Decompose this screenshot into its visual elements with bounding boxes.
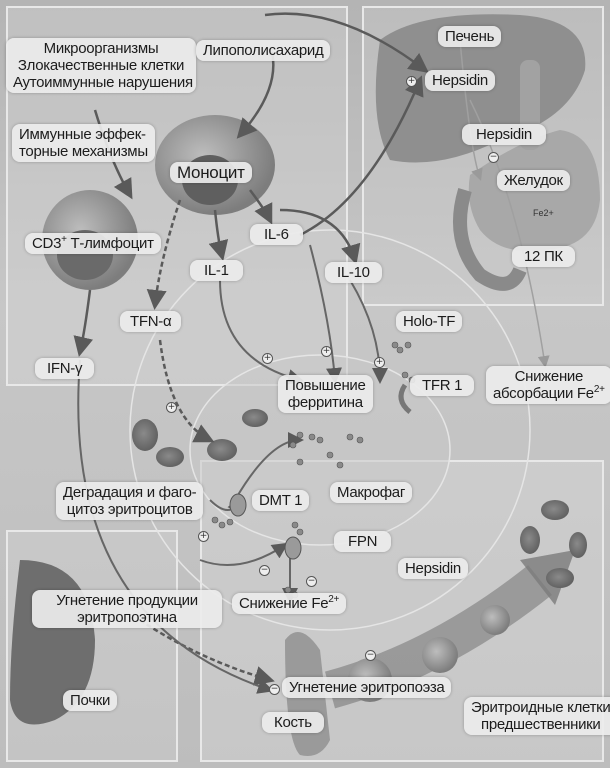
liver-label: Печень [438, 26, 502, 47]
fe-decrease-sup: 2+ [328, 594, 340, 605]
triggers-label: Микроорганизмы Злокачественные клетки Ау… [6, 38, 196, 93]
minus-sign: − [259, 565, 270, 576]
immune-effector-line: торные механизмы [19, 143, 148, 160]
epo-decrease-label: Угнетение продукции эритропоэтина [32, 590, 222, 628]
plus-sign: + [262, 353, 273, 364]
plus-sign: + [374, 357, 385, 368]
absorption-decrease-label: Снижение абсорбации Fe2+ [486, 366, 610, 404]
fe-decrease-label: Снижение Fe2+ [232, 593, 347, 614]
red-blood-cell [569, 532, 587, 558]
fpn-label: FPN [334, 531, 392, 552]
immune-effector-line: Иммунные эффек- [19, 126, 146, 143]
minus-sign: − [488, 152, 499, 163]
minus-sign: − [306, 576, 317, 587]
t-lymphocyte-label: CD3+ Т-лимфоцит [25, 233, 161, 254]
absorption-line: абсорбации Fe [493, 385, 594, 402]
macrophage-ring [129, 229, 531, 631]
cd3-sup: + [61, 234, 67, 245]
hepsidin-gut-label: Hepsidin [462, 124, 546, 145]
cd3-text: CD3 [32, 235, 62, 252]
erythroid-precursors-label: Эритроидные клетки предшественники [464, 697, 610, 735]
duodenum-shape [453, 187, 527, 291]
il10-label: IL-10 [325, 262, 382, 283]
red-blood-cell [156, 447, 184, 467]
erythroid-line: предшественники [481, 716, 601, 733]
plus-sign: + [198, 531, 209, 542]
tfr1-label: TFR 1 [410, 375, 475, 396]
duodenum-label: 12 ПК [512, 246, 575, 267]
t-lymphocyte-text: Т-лимфоцит [66, 235, 154, 252]
microorganisms-text: Микроорганизмы [43, 40, 159, 57]
tnf-alpha-label: TFN-α [120, 311, 182, 332]
ferritin-line: Повышение [285, 377, 366, 394]
precursor-cell [422, 637, 458, 673]
erythroid-line: Эритроидные клетки [471, 699, 610, 716]
degradation-line: Деградация и фаго- [63, 484, 197, 501]
precursor-cell [480, 605, 510, 635]
epo-line: эритропоэтина [77, 609, 177, 626]
red-blood-cell [546, 568, 574, 588]
red-blood-cell [132, 419, 158, 451]
ifn-gamma-label: IFN-γ [35, 358, 95, 379]
bone-label: Кость [262, 712, 324, 733]
ferritin-line: ферритина [287, 394, 363, 411]
dmt1-label: DMT 1 [252, 490, 310, 511]
plus-sign: + [321, 346, 332, 357]
epo-line: Угнетение продукции [56, 592, 198, 609]
fe-decrease-text: Снижение Fe [239, 595, 329, 612]
plus-sign: + [166, 402, 177, 413]
absorption-sup: 2+ [593, 384, 605, 395]
degradation-line: цитоз эритроцитов [66, 501, 193, 518]
tfr1-receptor [398, 383, 412, 414]
degradation-label: Деградация и фаго- цитоз эритроцитов [56, 482, 204, 520]
hepsidin-macrophage-label: Hepsidin [398, 558, 468, 579]
ferritin-increase-label: Повышение ферритина [278, 375, 373, 413]
fpn-transporter [284, 536, 302, 560]
hepsidin-liver-label: Hepsidin [425, 70, 495, 91]
dmt1-transporter [229, 493, 247, 517]
minus-sign: − [365, 650, 376, 661]
monocyte-label: Моноцит [170, 162, 252, 183]
immune-effector-label: Иммунные эффек- торные механизмы [12, 124, 155, 162]
kidneys-label: Почки [63, 690, 118, 711]
macrophage-label: Макрофаг [330, 482, 413, 503]
minus-sign: − [269, 684, 280, 695]
plus-sign: + [406, 76, 417, 87]
il6-label: IL-6 [250, 224, 303, 245]
holo-tf-label: Holo-TF [396, 311, 463, 332]
absorption-line: Снижение [514, 368, 584, 385]
lps-label: Липополисахарид [196, 40, 331, 61]
red-blood-cell [242, 409, 268, 427]
red-blood-cell [207, 439, 237, 461]
stomach-label: Желудок [497, 170, 570, 191]
erythropoiesis-decrease-label: Угнетение эритропоэза [282, 677, 452, 698]
autoimmune-text: Аутоиммунные нарушения [13, 74, 193, 91]
fe-small-label: Fe2+ [533, 208, 554, 218]
red-blood-cell [520, 526, 540, 554]
il1-label: IL-1 [190, 260, 243, 281]
red-blood-cell [541, 500, 569, 520]
malignant-cells-text: Злокачественные клетки [17, 57, 185, 74]
